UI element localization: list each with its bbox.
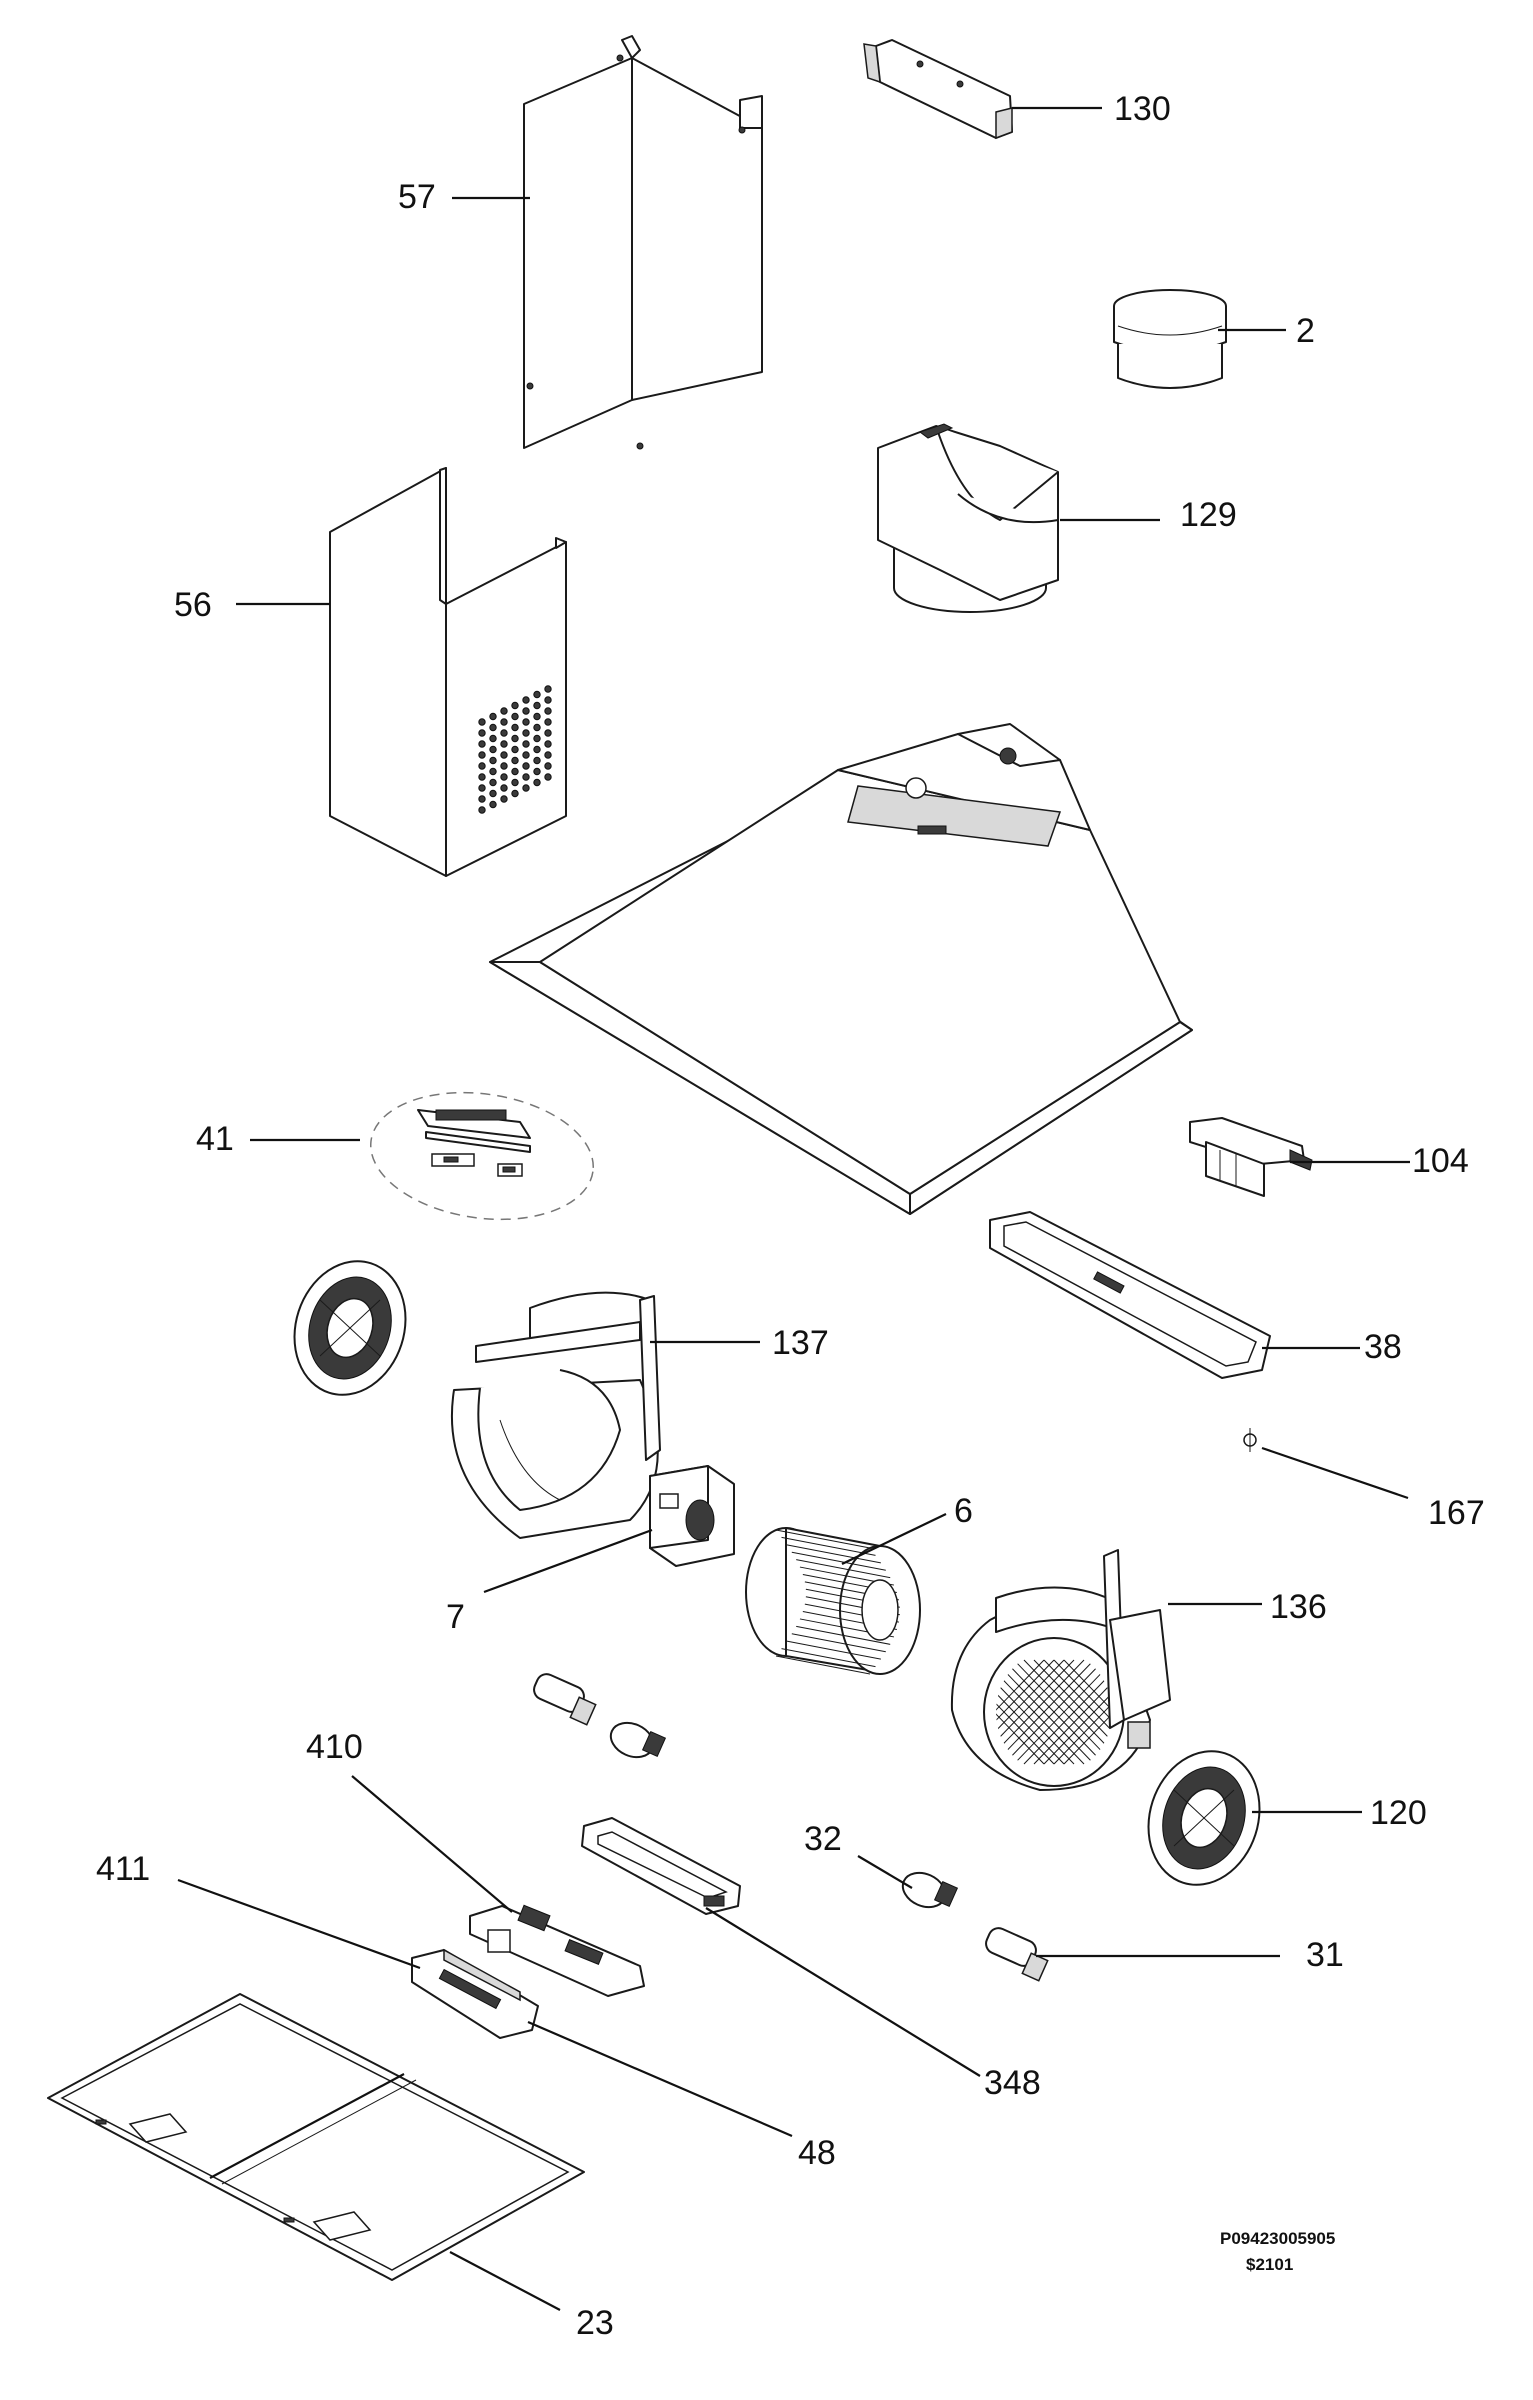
part-38-diffuser [989, 1211, 1271, 1379]
part-104-clip [1189, 1117, 1313, 1197]
part-167-screw [1243, 1428, 1257, 1452]
callout-129: 129 [1180, 496, 1237, 534]
part-129-air-deflector [877, 423, 1059, 613]
callout-2: 2 [1296, 312, 1315, 350]
lamp-holder-left [609, 1721, 667, 1759]
callout-57: 57 [398, 178, 436, 216]
carbon-filter-left [293, 1260, 407, 1396]
hood-body [489, 723, 1193, 1215]
callout-7: 7 [446, 1598, 465, 1636]
drawing-code: P09423005905 [1220, 2229, 1335, 2248]
leader-23 [449, 2251, 561, 2311]
callout-120: 120 [1370, 1794, 1427, 1832]
lamp-bulb-left [533, 1673, 597, 1726]
callout-23: 23 [576, 2304, 614, 2342]
callout-411: 411 [96, 1850, 150, 1888]
leader-7 [483, 1528, 653, 1594]
part-410-switch-board [469, 1904, 645, 1997]
part-56-lower-chimney [329, 467, 567, 877]
callout-56: 56 [174, 586, 212, 624]
callout-48: 48 [798, 2134, 836, 2172]
part-7-motor [649, 1465, 735, 1567]
part-31-lamp-bulb [985, 1927, 1049, 1982]
callout-130: 130 [1114, 90, 1171, 128]
vent-grid [478, 685, 552, 814]
leader-48 [527, 2020, 793, 2138]
part-120-carbon-filter [1147, 1750, 1261, 1886]
part-2-duct-adapter [1113, 289, 1227, 389]
callout-167: 167 [1428, 1494, 1485, 1532]
callout-410: 410 [306, 1728, 363, 1766]
footer: P09423005905 $2101 [1220, 2229, 1335, 2274]
callout-136: 136 [1270, 1588, 1327, 1626]
callout-348: 348 [984, 2064, 1041, 2102]
callout-137: 137 [772, 1324, 829, 1362]
part-57-upper-chimney [523, 35, 763, 450]
part-6-impeller [745, 1527, 921, 1675]
callout-6: 6 [954, 1492, 973, 1530]
callout-104: 104 [1412, 1142, 1469, 1180]
part-23-grease-filters [47, 1993, 585, 2281]
drawing-revision: $2101 [1246, 2255, 1293, 2274]
leader-410 [351, 1775, 513, 1913]
part-136-right-motor-housing [950, 1549, 1171, 1791]
callout-labels: 130 57 2 129 56 41 104 38 137 167 6 7 13… [96, 90, 1485, 2342]
callout-41: 41 [196, 1120, 234, 1158]
leader-411 [177, 1878, 421, 1970]
leader-348 [705, 1907, 981, 2077]
part-32-lamp-holder [901, 1871, 959, 1909]
callout-31: 31 [1306, 1936, 1344, 1974]
leader-lines [177, 106, 1410, 2311]
part-411-control-board [411, 1948, 539, 2039]
part-348-lamp-housing [581, 1817, 741, 1915]
part-137-left-motor-housing [450, 1291, 661, 1539]
leader-32 [857, 1855, 913, 1889]
part-130-wall-bracket [863, 39, 1013, 140]
leader-167 [1261, 1446, 1409, 1500]
leader-6 [841, 1513, 947, 1565]
callout-38: 38 [1364, 1328, 1402, 1366]
callout-32: 32 [804, 1820, 842, 1858]
part-41-control-panel [370, 1091, 594, 1221]
